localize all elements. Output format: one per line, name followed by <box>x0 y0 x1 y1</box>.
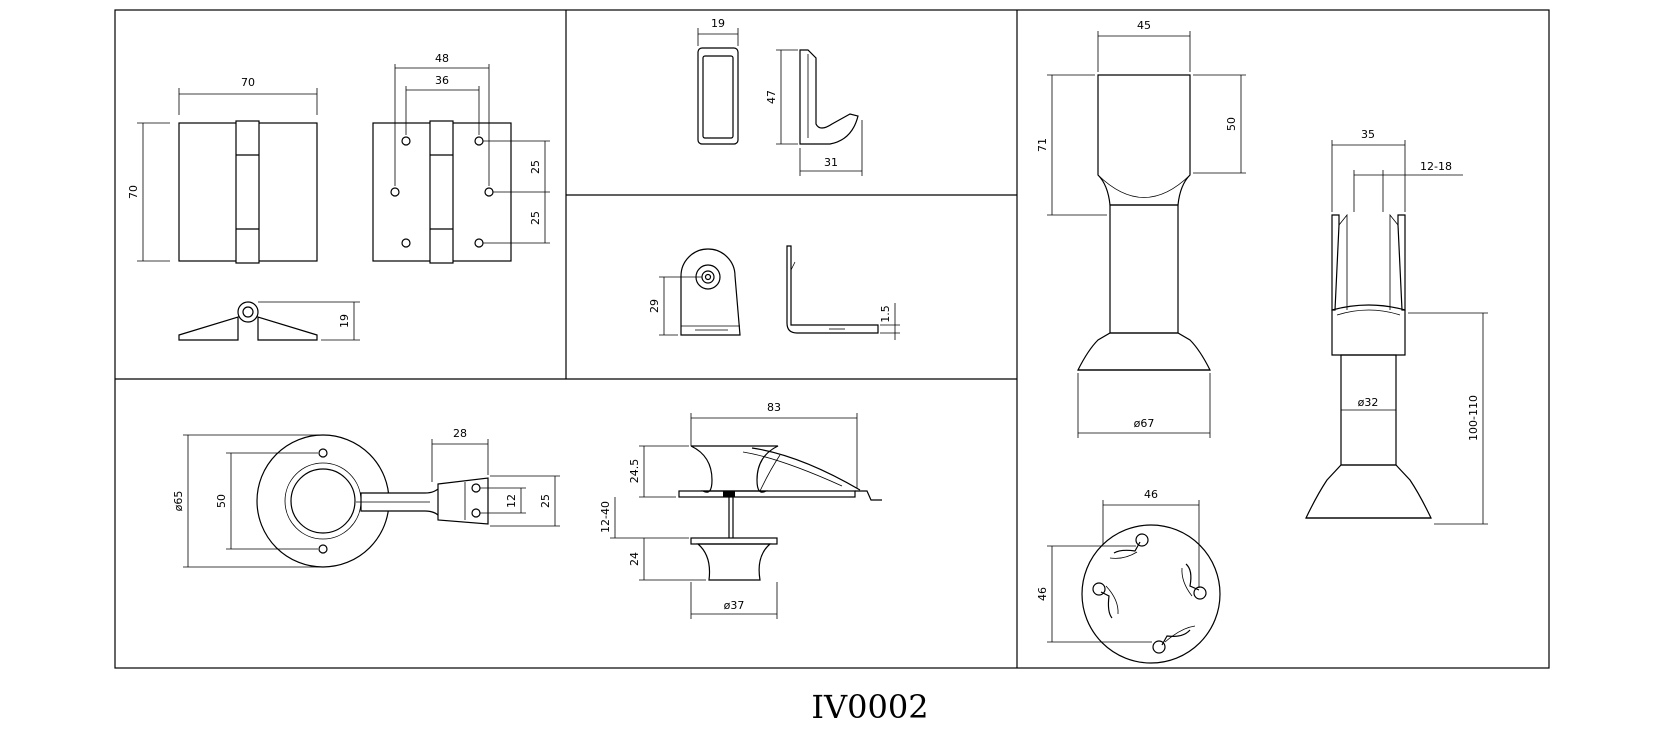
hinge-leaf-thickness-label: 19 <box>338 314 351 328</box>
coat-ring-inner-label: 50 <box>215 494 228 508</box>
bracket-height-label: 29 <box>648 299 661 313</box>
coat-ring-bumper: ø65 50 28 12 25 <box>172 427 560 568</box>
leg-base-diameter-label: ø67 <box>1134 417 1155 430</box>
hinge-width-label: 70 <box>241 76 255 89</box>
slotted-slot-range-label: 12-18 <box>1420 160 1452 173</box>
coat-ring-diameter-label: ø65 <box>172 491 185 512</box>
slotted-top-width-label: 35 <box>1361 128 1375 141</box>
base-plate-height-label: 46 <box>1036 587 1049 601</box>
coat-ring-arm-width-label: 28 <box>453 427 467 440</box>
hook-width-label: 19 <box>711 17 725 30</box>
hinge-hole-span-outer-label: 48 <box>435 52 449 65</box>
sheet-frame <box>114 9 1550 669</box>
coat-hook: 19 47 31 <box>697 17 863 176</box>
lock-knob-diameter-label: ø37 <box>724 599 745 612</box>
lock-upper-height-label: 24.5 <box>628 459 641 484</box>
hinge-hole-view: 48 36 25 25 <box>372 52 550 264</box>
coat-ring-plate-height-label: 25 <box>539 494 552 508</box>
lock-panel-range-label: 12-40 <box>599 501 612 533</box>
drawing-code: IV0002 <box>811 688 928 726</box>
hinge-hole-span-inner-label: 36 <box>435 74 449 87</box>
slotted-height-range-label: 100-110 <box>1467 395 1480 441</box>
hinge-top-view: 19 <box>178 301 360 341</box>
leg-support-slotted: 35 12-18 ø32 100-110 <box>1305 128 1488 525</box>
base-plate: 46 46 <box>1036 488 1221 664</box>
indicator-lock: 83 24.5 12-40 24 ø37 <box>599 401 882 619</box>
wall-bracket: 29 1.5 <box>648 245 900 340</box>
coat-ring-plate-holes-label: 12 <box>505 494 518 508</box>
hinge-hole-pitch-upper-label: 25 <box>529 160 542 174</box>
lock-length-label: 83 <box>767 401 781 414</box>
hinge-hole-pitch-lower-label: 25 <box>529 211 542 225</box>
hinge-front-view: 70 70 <box>127 76 318 264</box>
slotted-tube-diameter-label: ø32 <box>1358 396 1379 409</box>
hook-depth-label: 31 <box>824 156 838 169</box>
lock-lower-height-label: 24 <box>628 552 641 566</box>
bracket-thickness-label: 1.5 <box>879 305 892 323</box>
base-plate-width-label: 46 <box>1144 488 1158 501</box>
leg-socket-height-label: 50 <box>1225 117 1238 131</box>
hook-height-label: 47 <box>765 90 778 104</box>
leg-support: 45 71 50 ø67 <box>1036 19 1246 438</box>
leg-top-width-label: 45 <box>1137 19 1151 32</box>
leg-total-height-label: 71 <box>1036 138 1049 152</box>
hinge-height-label: 70 <box>127 185 140 199</box>
